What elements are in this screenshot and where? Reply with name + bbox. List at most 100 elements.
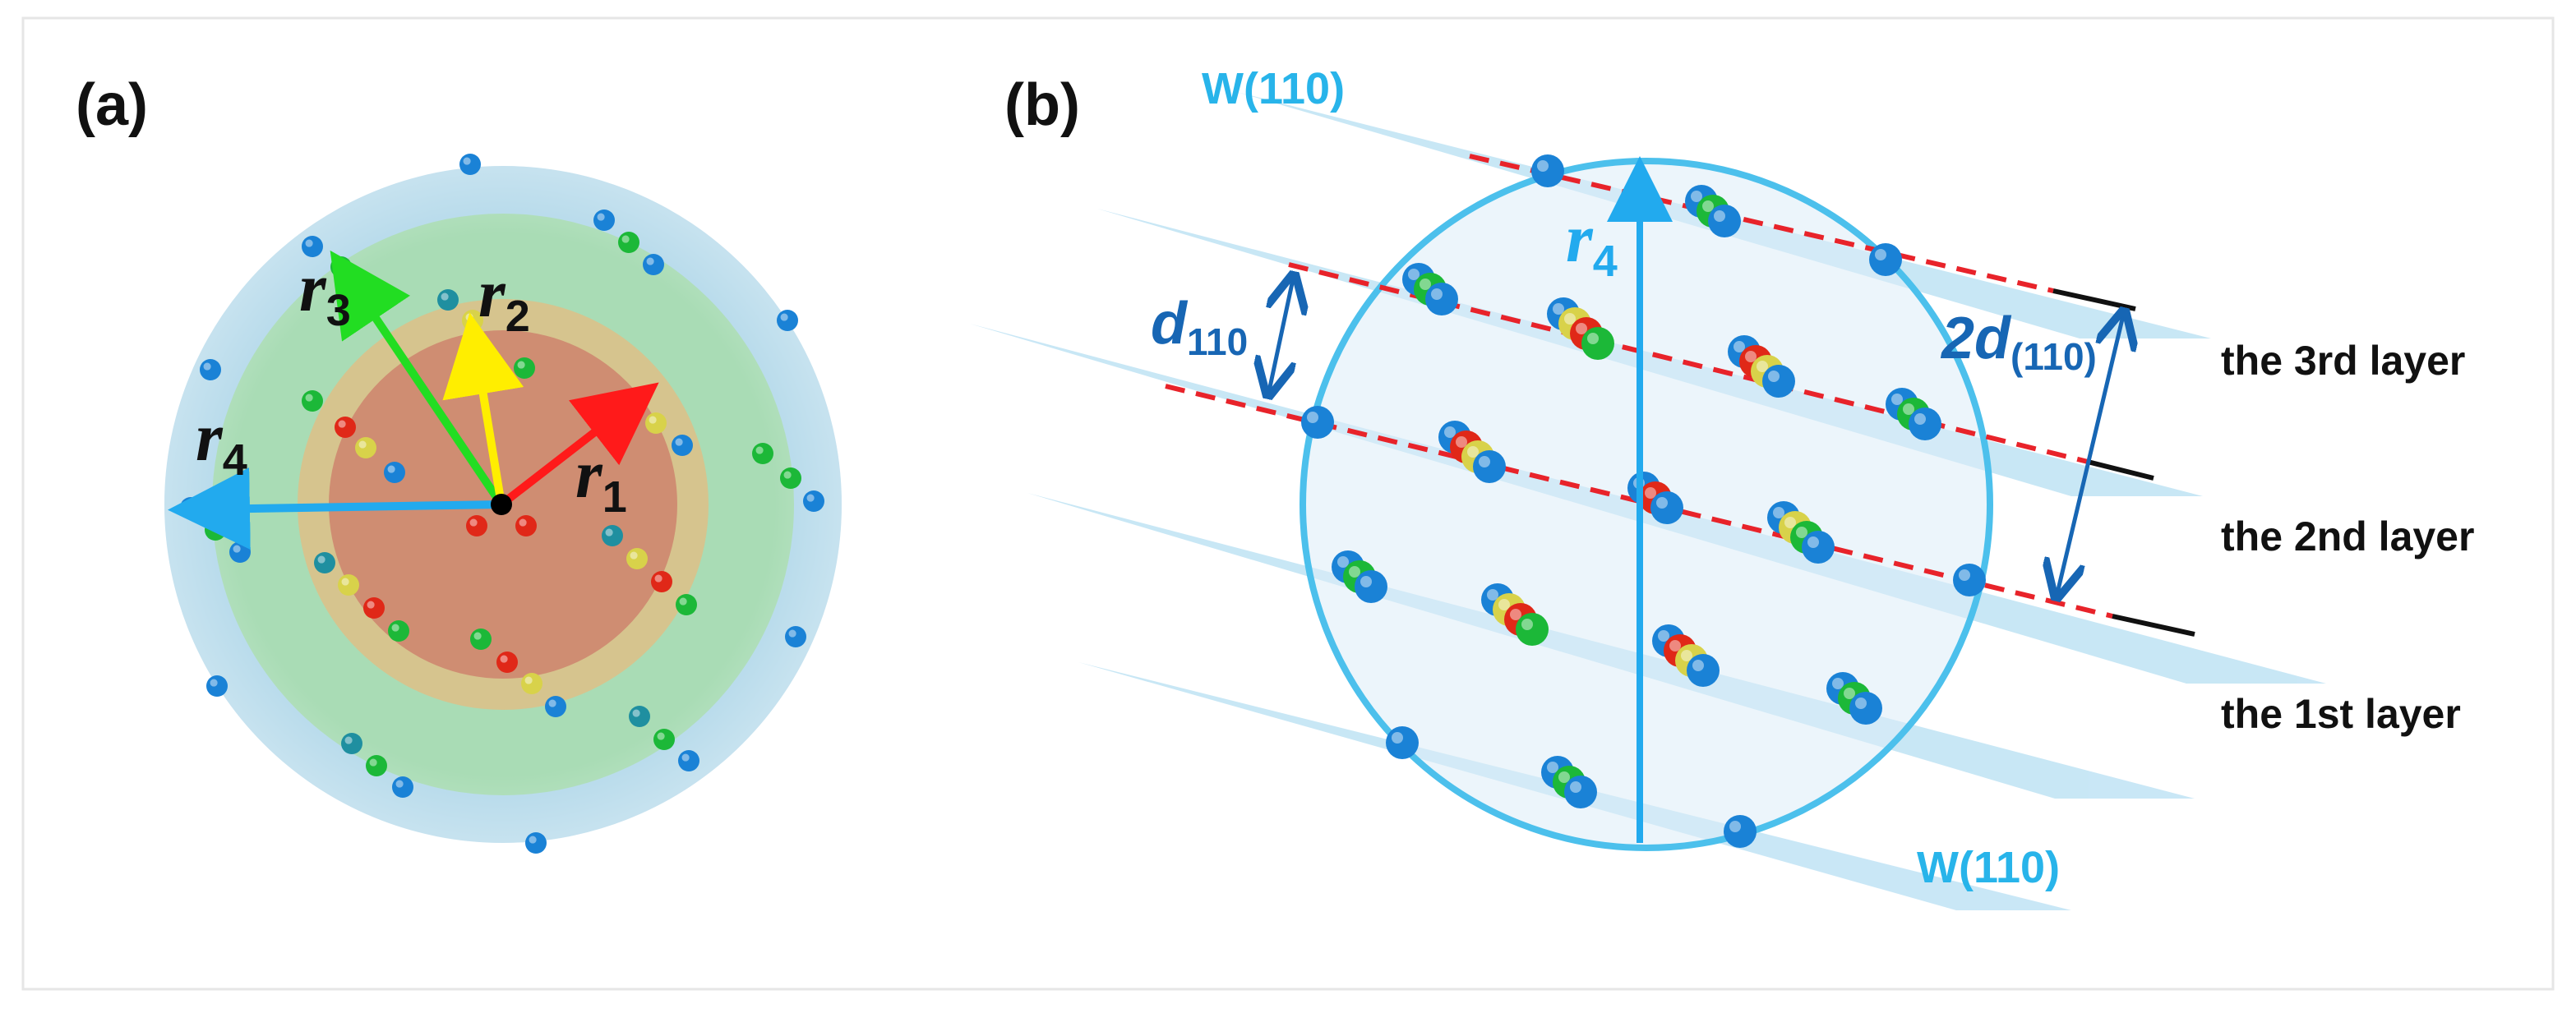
atom [1425, 283, 1458, 315]
atom-highlight [1875, 249, 1886, 260]
atom [545, 696, 566, 717]
atom-highlight [1768, 371, 1780, 382]
atom [525, 832, 547, 854]
atom-highlight [1914, 413, 1926, 425]
atom-highlight [465, 313, 473, 321]
atom [780, 467, 801, 489]
atom-highlight [1360, 576, 1372, 587]
layer-label-3rd: the 3rd layer [2221, 338, 2465, 384]
atom-highlight [524, 676, 533, 684]
atom [206, 675, 228, 697]
atom-highlight [1521, 619, 1533, 630]
panel-b: (b) r4 d110 2 [970, 64, 2474, 910]
atom-highlight [1729, 821, 1741, 832]
atom-highlight [519, 518, 527, 527]
atom-highlight [1392, 732, 1403, 744]
vector-r2-arrow [442, 312, 524, 505]
atom-highlight [617, 394, 626, 402]
layer-end-1st [2112, 614, 2195, 637]
atom-highlight [1467, 446, 1479, 458]
atom-highlight [1537, 160, 1549, 172]
atom-highlight [1773, 507, 1784, 518]
atom-highlight [305, 239, 313, 247]
atom-highlight [1903, 403, 1914, 415]
atom-highlight [387, 465, 395, 473]
atom-highlight [500, 655, 508, 663]
atom [459, 154, 481, 175]
atom-highlight [657, 732, 665, 740]
vector-r4-arrow [168, 467, 502, 550]
atom [341, 733, 362, 754]
atom [593, 210, 615, 231]
atom-highlight [441, 292, 449, 301]
atom-highlight [469, 518, 478, 527]
atom-highlight [632, 709, 640, 717]
atom [1802, 531, 1835, 564]
atom-highlight [780, 313, 788, 321]
atom-highlight [1498, 599, 1510, 610]
atom-highlight [1832, 678, 1844, 689]
atom-highlight [1959, 569, 1970, 581]
atom-highlight [597, 213, 605, 221]
atom-highlight [1692, 660, 1704, 671]
atom-highlight [305, 394, 313, 402]
atom [1516, 613, 1549, 646]
atom [335, 417, 356, 438]
atom [629, 706, 650, 727]
atom-highlight [1337, 556, 1349, 568]
atom [521, 673, 542, 694]
atom [1581, 327, 1614, 360]
atom-highlight [806, 494, 815, 502]
w110-label-bottom: W(110) [1917, 843, 2060, 892]
atom-highlight [358, 440, 367, 449]
atom-highlight [1784, 517, 1796, 528]
atom-highlight [654, 574, 662, 582]
vector-r3-arrow [330, 250, 506, 507]
atom-highlight [391, 624, 399, 632]
atom-highlight [621, 235, 630, 243]
layer-label-2nd: the 2nd layer [2221, 513, 2474, 559]
atom [338, 574, 359, 596]
atom-highlight [1807, 536, 1819, 548]
atom [1386, 726, 1419, 759]
atom-highlight [1702, 200, 1714, 212]
atom-highlight [681, 753, 690, 762]
atom-highlight [783, 471, 792, 479]
atom [355, 437, 376, 458]
vector-r4-label: r4 [196, 399, 247, 485]
panel-a-label: (a) [76, 72, 148, 138]
layer-label-1st: the 1st layer [2221, 691, 2461, 737]
atom-highlight [1510, 609, 1521, 620]
atom [1687, 654, 1720, 687]
atom-highlight [630, 551, 638, 559]
atom-highlight [203, 362, 211, 371]
atom [205, 519, 226, 541]
atom-highlight [395, 780, 404, 788]
atom [676, 594, 697, 615]
atom-highlight [1658, 630, 1669, 642]
figure-frame [21, 16, 2555, 991]
atom [651, 571, 672, 592]
atom-highlight [369, 758, 377, 767]
atom-highlight [1307, 412, 1318, 423]
atom [514, 357, 535, 379]
atom-highlight [338, 420, 346, 428]
atom-highlight [344, 736, 353, 744]
atom-highlight [679, 597, 687, 605]
atom [302, 390, 323, 412]
atom-highlight [675, 438, 683, 446]
atom [672, 435, 693, 456]
atom [777, 310, 798, 331]
atom-highlight [317, 555, 325, 564]
atom [363, 597, 385, 619]
atom [1849, 692, 1882, 725]
w110-label-top: W(110) [1202, 64, 1345, 113]
atom [1355, 570, 1387, 603]
atom [437, 289, 459, 311]
shell-vectors [168, 250, 659, 550]
panel-b-label: (b) [1004, 72, 1080, 138]
atom [1869, 243, 1902, 276]
atom-highlight [1431, 288, 1443, 300]
atom-highlight [1681, 650, 1692, 661]
